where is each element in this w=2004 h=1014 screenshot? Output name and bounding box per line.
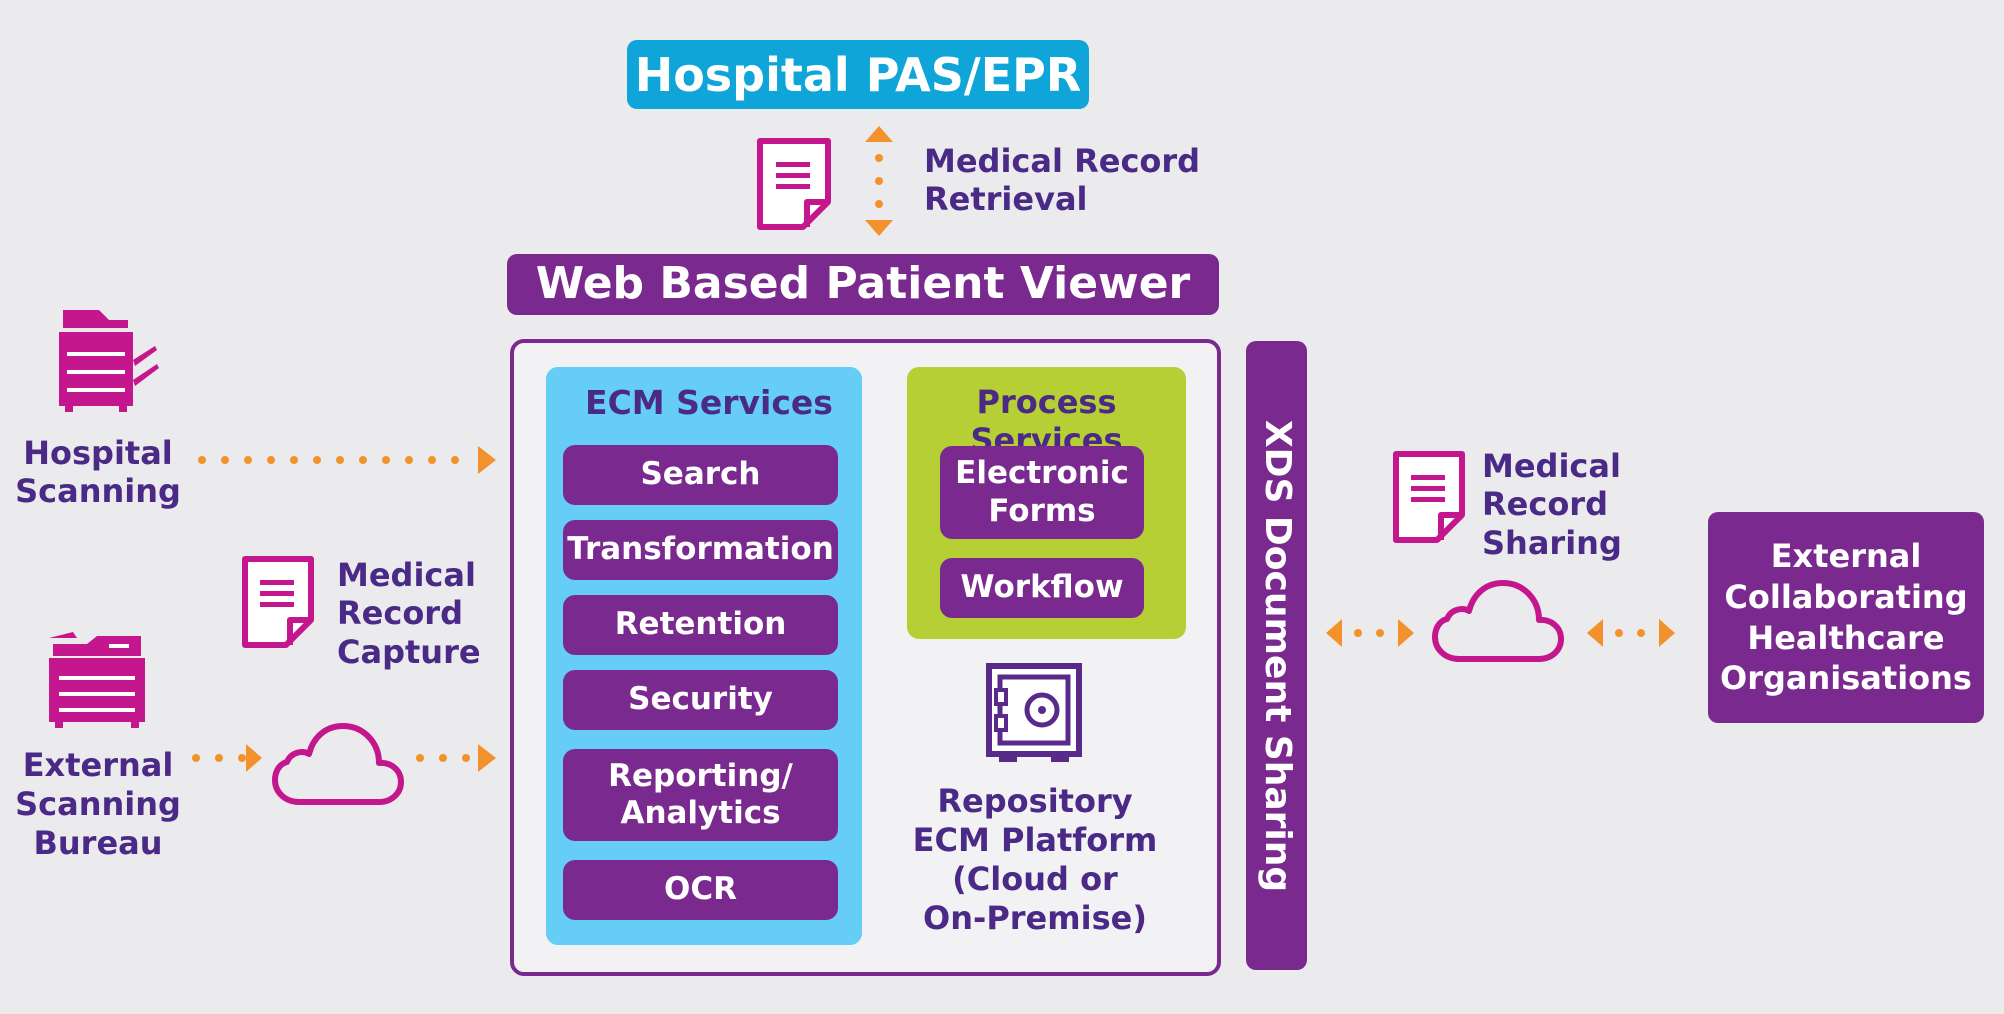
ecm-item-label: Security [628,681,773,718]
external-organisations-line-2: Collaborating [1724,577,1968,616]
left-cloud-icon [272,723,404,805]
external-organisations-line-1: External [1770,536,1922,575]
external-scanning-bureau-label: External Scanning Bureau [15,746,181,863]
process-item-label: Workflow [960,569,1124,606]
ecm-item-label: Search [640,456,761,493]
ecm-item-label: Retention [614,606,787,643]
printer-icon [59,310,159,412]
cloud-to-external-double-arrow [1587,619,1675,647]
retrieval-double-arrow [865,126,893,236]
ecm-item-transformation: Transformation [563,520,838,580]
external-organisations-line-4: Organisations [1720,659,1972,698]
web-based-patient-viewer-bar: Web Based Patient Viewer [507,254,1219,315]
ecm-item-reporting-analytics: Reporting/ Analytics [563,749,838,841]
repository-label: Repository ECM Platform (Cloud or On-Pre… [912,782,1158,938]
medical-record-capture-document-icon [242,556,314,648]
ecm-item-security: Security [563,670,838,730]
bureau-to-cloud-arrow [192,744,262,772]
ecm-item-search: Search [563,445,838,505]
copier-icon [49,632,145,728]
xds-document-sharing-label: XDS Document Sharing [1257,419,1298,893]
medical-record-sharing-label: Medical Record Sharing [1482,447,1622,562]
hospital-pas-epr-title: Hospital PAS/EPR [634,47,1082,102]
medical-record-retrieval-label: Medical Record Retrieval [924,142,1201,219]
repository-safe-icon [986,663,1082,762]
ecm-item-ocr: OCR [563,860,838,920]
ecm-services-title: ECM Services [585,383,833,422]
xds-to-cloud-double-arrow [1326,619,1414,647]
process-item-label-line-2: Forms [988,492,1096,529]
process-item-workflow: Workflow [940,558,1144,618]
ecm-item-label: Transformation [567,531,834,568]
web-based-patient-viewer-title: Web Based Patient Viewer [535,258,1191,310]
process-item-electronic-forms: Electronic Forms [940,446,1144,539]
medical-record-capture-label: Medical Record Capture [337,556,481,671]
hospital-pas-epr-box: Hospital PAS/EPR [627,40,1089,109]
ecm-item-label-line-1: Reporting/ [608,757,793,794]
hospital-scanning-label: Hospital Scanning [15,434,181,511]
right-cloud-icon [1432,580,1564,662]
process-item-label-line-1: Electronic [955,455,1129,492]
xds-document-sharing-bar [1246,341,1307,970]
cloud-to-platform-arrow [416,744,496,772]
external-healthcare-organisations-box: External Collaborating Healthcare Organi… [1708,512,1984,723]
ecm-item-retention: Retention [563,595,838,655]
medical-record-retrieval-document-icon [757,138,831,230]
ecm-item-label: OCR [664,871,737,908]
ecm-item-label-line-2: Analytics [620,795,781,831]
external-organisations-line-3: Healthcare [1747,618,1945,657]
medical-record-sharing-document-icon [1393,451,1465,543]
hospital-scanning-arrow [198,446,496,474]
